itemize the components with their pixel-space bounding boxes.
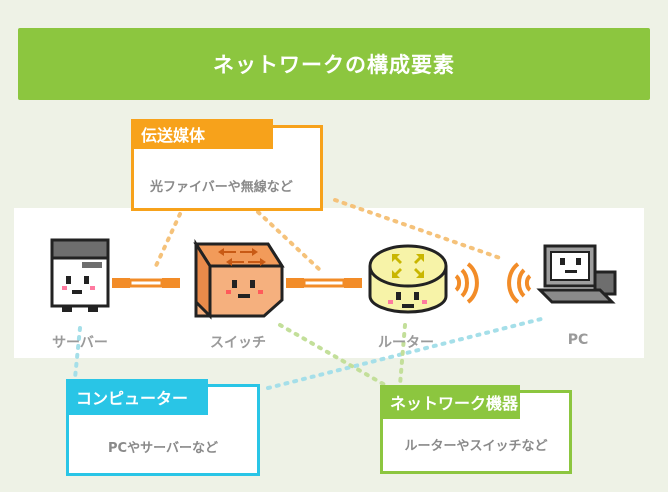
cable-server-switch bbox=[112, 278, 180, 288]
wifi-waves-icon bbox=[454, 262, 532, 304]
switch-icon bbox=[193, 238, 285, 320]
computer-connectors bbox=[73, 316, 547, 390]
media-callout-label: 伝送媒体 bbox=[131, 119, 273, 149]
network-device-callout: ネットワーク機器 ルーターやスイッチなど bbox=[380, 385, 572, 474]
network-device-callout-desc: ルーターやスイッチなど bbox=[404, 439, 548, 454]
computer-callout-desc: PCやサーバーなど bbox=[108, 441, 218, 456]
network-device-callout-label: ネットワーク機器 bbox=[380, 385, 520, 419]
pc-icon bbox=[536, 244, 617, 304]
router-icon bbox=[368, 244, 448, 314]
network-device-connectors bbox=[278, 323, 407, 387]
media-callout-desc: 光ファイバーや無線など bbox=[150, 180, 293, 195]
switch-label: スイッチ bbox=[210, 335, 266, 351]
media-connectors bbox=[153, 198, 502, 272]
cable-switch-router bbox=[286, 278, 362, 288]
server-icon bbox=[50, 238, 110, 312]
computer-callout-label: コンピューター bbox=[66, 379, 208, 415]
diagram-title: ネットワークの構成要素 bbox=[18, 28, 650, 100]
media-callout: 伝送媒体 光ファイバーや無線など bbox=[131, 119, 323, 211]
server-label: サーバー bbox=[52, 335, 108, 351]
router-label: ルーター bbox=[378, 335, 434, 351]
pc-label: PC bbox=[567, 332, 589, 348]
computer-callout: コンピューター PCやサーバーなど bbox=[66, 379, 260, 476]
